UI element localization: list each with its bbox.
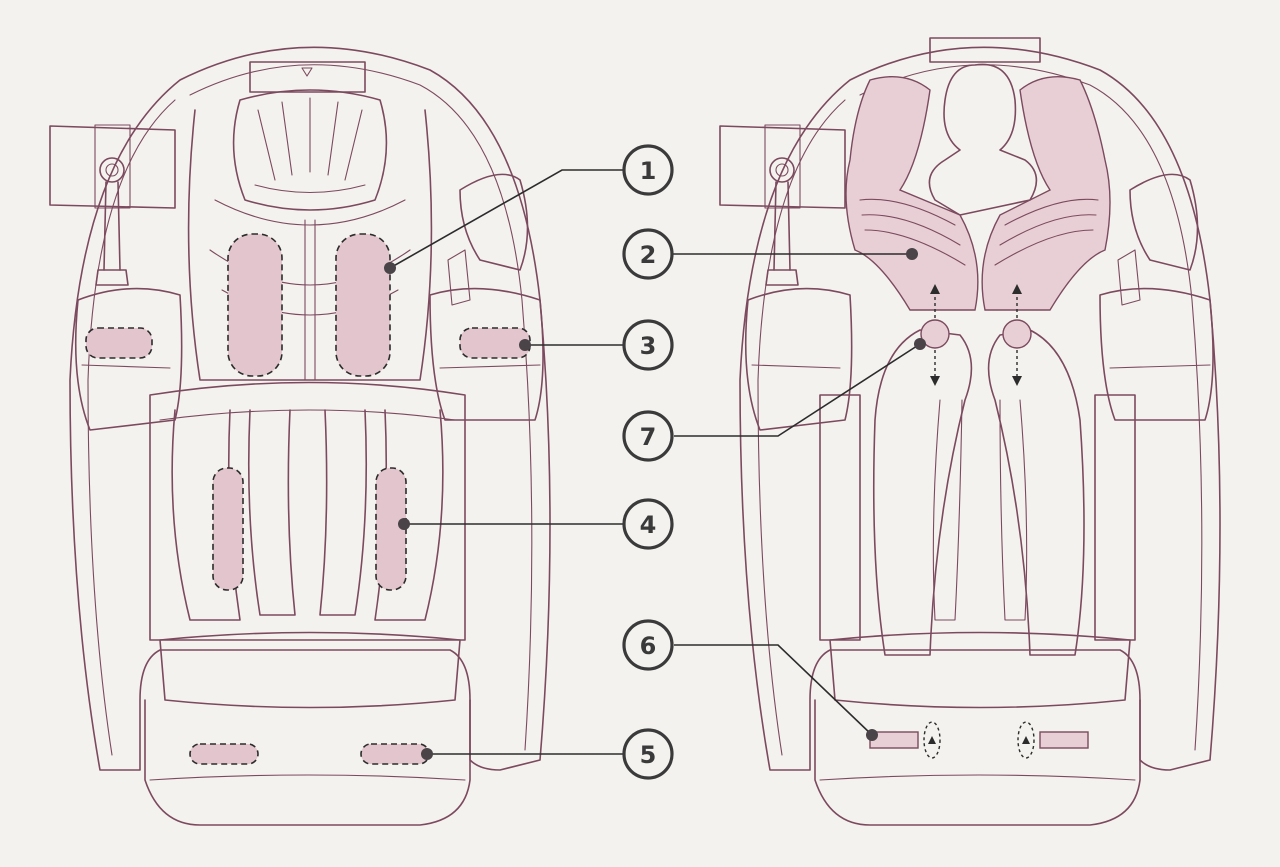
foot-zone-right bbox=[1039, 731, 1089, 749]
shoulder-pad-left bbox=[845, 75, 979, 311]
callout-label: 6 bbox=[640, 632, 657, 660]
callout-label: 5 bbox=[640, 741, 657, 769]
callout-label: 3 bbox=[640, 332, 657, 360]
right-chair bbox=[719, 37, 1221, 826]
callout-6: 6 bbox=[622, 619, 674, 671]
callout-1: 1 bbox=[622, 144, 674, 196]
zone-foot-left bbox=[189, 743, 259, 765]
zone-seat-left bbox=[212, 467, 244, 591]
zone-foot-right bbox=[360, 743, 430, 765]
callout-4: 4 bbox=[622, 498, 674, 550]
callout-3: 3 bbox=[622, 319, 674, 371]
left-zones bbox=[85, 233, 531, 765]
callout-label: 7 bbox=[640, 423, 657, 451]
zone-arm-right bbox=[459, 327, 531, 359]
hip-airbag-left bbox=[920, 319, 950, 349]
callout-2: 2 bbox=[622, 228, 674, 280]
zone-arm-left bbox=[85, 327, 153, 359]
hip-airbag-right bbox=[1002, 319, 1032, 349]
zone-back-right bbox=[335, 233, 391, 377]
callout-5: 5 bbox=[622, 728, 674, 780]
zone-back-left bbox=[227, 233, 283, 377]
callout-label: 2 bbox=[640, 241, 657, 269]
left-chair bbox=[49, 46, 551, 826]
callout-label: 4 bbox=[640, 511, 657, 539]
shoulder-pad-right bbox=[981, 75, 1111, 311]
callout-label: 1 bbox=[640, 157, 657, 185]
callout-7: 7 bbox=[622, 410, 674, 462]
